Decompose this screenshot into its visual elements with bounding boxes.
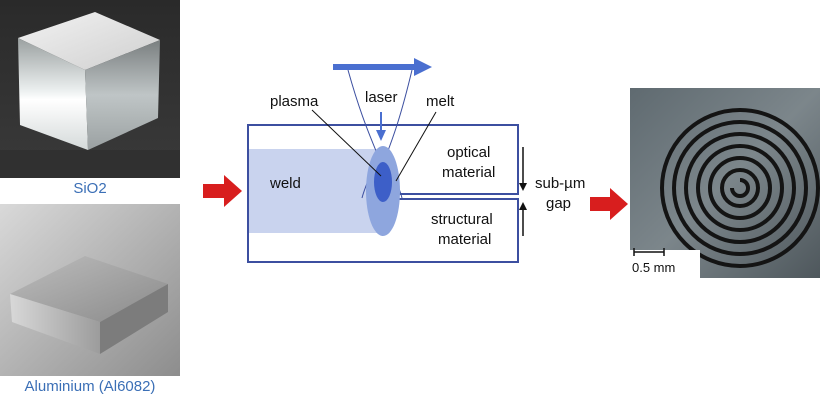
diagram-frame [247,124,519,263]
red-arrow-left [203,175,242,207]
gap-label-line1: sub-µm [535,175,585,192]
optical-material-label-line2: material [442,164,495,181]
plasma-core [374,162,392,202]
optical-material-label-line1: optical [447,144,490,161]
sio2-photo [0,0,180,178]
structural-material-label-line1: structural [431,211,493,228]
weld-label: weld [269,175,301,192]
structural-material-label-line2: material [438,231,491,248]
laser-label: laser [365,89,398,106]
weld-region [248,149,380,233]
aluminium-block-image [0,204,180,376]
gap-label-line2: gap [546,195,571,212]
aluminium-photo [0,204,180,376]
plasma-label: plasma [270,93,319,110]
spiral-micrograph: 0.5 mm [630,88,820,278]
scan-direction-arrow [414,58,432,76]
sio2-cube-image [0,0,180,178]
melt-label: melt [426,93,455,110]
aluminium-caption: Aluminium (Al6082) [24,378,156,395]
sio2-caption: SiO2 [73,180,107,197]
spiral-weld-image: 0.5 mm [630,88,820,278]
laser-down-arrow [376,130,386,141]
red-arrow-right [590,188,628,220]
scale-label: 0.5 mm [632,260,675,275]
